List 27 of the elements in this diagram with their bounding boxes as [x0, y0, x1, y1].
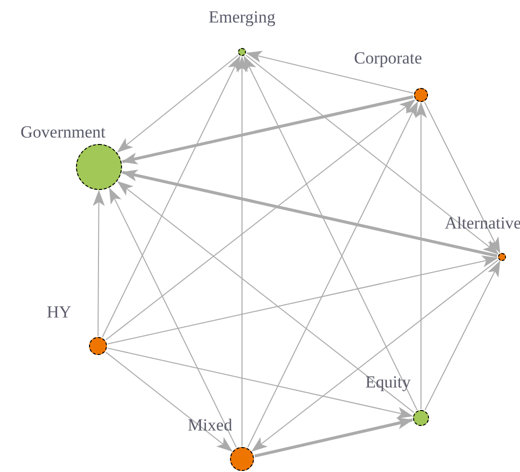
arrow: [247, 101, 418, 448]
arrow: [105, 352, 233, 452]
arrow: [121, 95, 414, 164]
node-label: Emerging: [208, 8, 276, 26]
arrow: [116, 54, 239, 153]
arrow: [92, 190, 105, 336]
node-label: HY: [46, 304, 72, 320]
arrow: [107, 348, 414, 419]
arrow: [254, 418, 414, 458]
node-label: Corporate: [354, 50, 422, 66]
arrow: [415, 102, 427, 410]
arrow: [251, 260, 499, 452]
node-label: Equity: [365, 374, 411, 390]
arrow: [236, 56, 248, 446]
arrow: [117, 181, 414, 413]
arrow: [102, 56, 240, 338]
arrow: [121, 170, 498, 258]
arrow: [107, 255, 498, 344]
arrow: [246, 50, 414, 94]
arrow: [245, 54, 499, 255]
node-label: Mixed: [188, 416, 232, 434]
arrow: [424, 260, 500, 410]
arrow: [424, 102, 500, 254]
arrow: [109, 188, 237, 448]
arrow: [105, 99, 416, 340]
arrow: [244, 56, 418, 410]
node-label: Government: [20, 124, 106, 140]
